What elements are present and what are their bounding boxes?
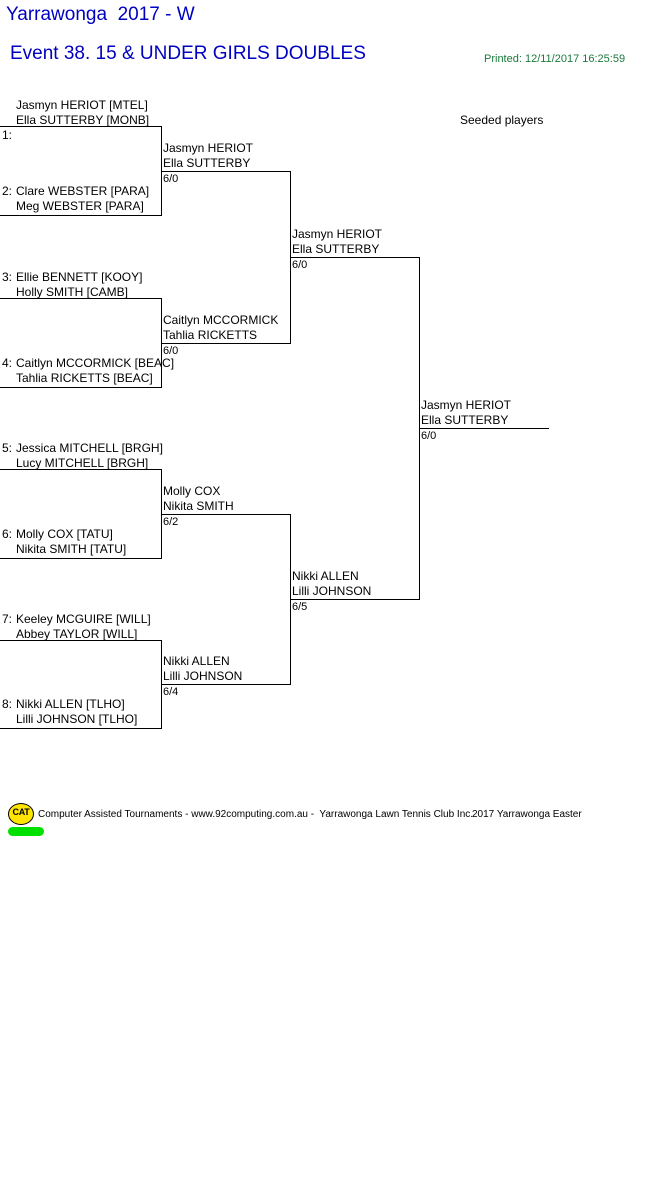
winner-name-2: Ella SUTTERBY: [163, 156, 251, 170]
green-bar-decoration: [8, 827, 44, 836]
winner-name-1: Caitlyn MCCORMICK: [163, 313, 279, 327]
entry-player-2: Nikita SMITH [TATU]: [16, 542, 127, 556]
entry-seed-2: 2:: [2, 184, 13, 198]
entry-player-1: Jessica MITCHELL [BRGH]: [16, 441, 163, 455]
entry-player-1: Nikki ALLEN [TLHO]: [16, 697, 125, 711]
entry-player-1: Clare WEBSTER [PARA]: [16, 184, 150, 198]
entry-seed-4: 4:: [2, 356, 13, 370]
bracket-line-top-r2-p2: [161, 514, 291, 515]
bracket-line-final: [419, 428, 549, 429]
bracket-line-top-r1-p1: [0, 126, 162, 127]
entry-player-1: Keeley MCGUIRE [WILL]: [16, 612, 151, 626]
champion-name-1: Jasmyn HERIOT: [421, 398, 512, 412]
entry-player-2: Abbey TAYLOR [WILL]: [16, 627, 138, 641]
entry-player-1: Molly COX [TATU]: [16, 527, 113, 541]
list-item: 1:: [2, 98, 12, 158]
entry-seed-5: 5:: [2, 441, 13, 455]
bracket-line-top-r1-p3: [0, 469, 162, 470]
semifinal-winner-name-2: Ella SUTTERBY: [292, 242, 380, 256]
winner-name-1: Molly COX: [163, 484, 221, 498]
printed-timestamp: Printed: 12/11/2017 16:25:59: [484, 53, 626, 65]
semifinal-winner-name-1: Nikki ALLEN: [292, 569, 359, 583]
cat-logo-icon: CAT: [8, 803, 34, 825]
bracket-line-bottom-r1-p4: [0, 728, 162, 729]
winner-name-2: Lilli JOHNSON: [163, 669, 243, 683]
match-score: 6/0: [163, 345, 179, 357]
match-score: 6/5: [292, 601, 308, 613]
match-score: 6/0: [292, 259, 308, 271]
bracket-line-bottom-r3: [290, 599, 420, 600]
entry-seed-6: 6:: [2, 527, 13, 541]
footer-credit-text: Computer Assisted Tournaments - www.92co…: [38, 809, 474, 820]
semifinal-winner-name-2: Lilli JOHNSON: [292, 584, 372, 598]
winner-name-2: Tahlia RICKETTS: [163, 328, 258, 342]
footer-event-name: 2017 Yarrawonga Easter: [472, 809, 582, 820]
entry-player-2: Tahlia RICKETTS [BEAC]: [16, 371, 153, 385]
event-title: Event 38. 15 & UNDER GIRLS DOUBLES: [10, 43, 366, 64]
entry-player-2: Meg WEBSTER [PARA]: [16, 199, 144, 213]
entry-player-2: Lucy MITCHELL [BRGH]: [16, 456, 149, 470]
bracket-line-bottom-r1-p2: [0, 387, 162, 388]
winner-name-2: Nikita SMITH: [163, 499, 234, 513]
winner-name-1: Nikki ALLEN: [163, 654, 230, 668]
match-score: 6/2: [163, 516, 179, 528]
entry-player-2: Ella SUTTERBY [MONB]: [16, 113, 150, 127]
bracket-line-bottom-r1-p1: [0, 215, 162, 216]
entry-seed-3: 3:: [2, 270, 13, 284]
entry-line-1: 1:: [2, 128, 13, 142]
champion-name-2: Ella SUTTERBY: [421, 413, 509, 427]
seeded-players-label: Seeded players: [460, 113, 544, 127]
entry-player-1: Jasmyn HERIOT [MTEL]: [16, 98, 148, 112]
entry-player-2: Holly SMITH [CAMB]: [16, 285, 129, 299]
entry-player-1: Ellie BENNETT [KOOY]: [16, 270, 143, 284]
bracket-line-bottom-r2-p2: [161, 684, 291, 685]
bracket-line-top-r3: [290, 257, 420, 258]
entry-player-2: Lilli JOHNSON [TLHO]: [16, 712, 138, 726]
match-score: 6/0: [163, 173, 179, 185]
entry-player-1: Caitlyn MCCORMICK [BEAC]: [16, 356, 175, 370]
match-score: 6/0: [421, 430, 437, 442]
bracket-line-top-r1-p2: [0, 298, 162, 299]
winner-name-1: Jasmyn HERIOT: [163, 141, 254, 155]
bracket-line-bottom-r2-p1: [161, 343, 291, 344]
match-score: 6/4: [163, 686, 179, 698]
tournament-title: Yarrawonga 2017 - W: [6, 4, 195, 25]
bracket-line-top-r1-p4: [0, 640, 162, 641]
semifinal-winner-name-1: Jasmyn HERIOT: [292, 227, 383, 241]
cat-logo-label: CAT: [12, 807, 30, 817]
entry-seed-7: 7:: [2, 612, 13, 626]
entry-seed-8: 8:: [2, 697, 13, 711]
bracket-line-top-r2-p1: [161, 171, 291, 172]
bracket-line-bottom-r1-p3: [0, 558, 162, 559]
